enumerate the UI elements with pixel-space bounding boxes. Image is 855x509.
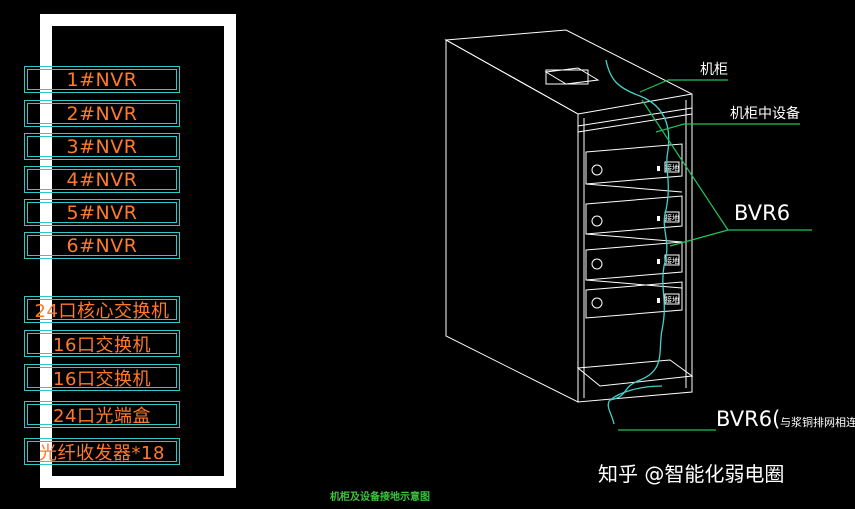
device-box-nvr2: 2#NVR — [24, 100, 180, 127]
label-bvr6: BVR6 — [734, 201, 790, 225]
device-box-nvr4: 4#NVR — [24, 166, 180, 193]
cabinet-outline — [444, 29, 694, 403]
device-box-nvr3: 3#NVR — [24, 133, 180, 160]
device-box-switch-16-b: 16口交换机 — [24, 364, 180, 391]
device-box-nvr5: 5#NVR — [24, 199, 180, 226]
device-box-core-switch: 24口核心交换机 — [24, 296, 180, 323]
ground-tag-4: 接地 — [665, 295, 679, 304]
device-box-fiber-transceiver: 光纤收发器*18 — [24, 438, 180, 465]
label-bvr6-bottom-note: 与浆铜排网相连) — [780, 415, 855, 429]
device-box-nvr6: 6#NVR — [24, 232, 180, 259]
device-box-fiber-box: 24口光端盒 — [24, 401, 180, 428]
leader-lines — [618, 79, 812, 431]
diagram-caption: 机柜及设备接地示意图 — [330, 492, 430, 503]
device-box-nvr1: 1#NVR — [24, 66, 180, 93]
ground-tag-2: 接地 — [665, 213, 679, 222]
watermark: 知乎 @智能化弱电圈 — [598, 462, 785, 486]
label-cabinet: 机柜 — [700, 62, 728, 78]
ground-cable-bottom — [609, 385, 663, 401]
unit-fans — [591, 164, 603, 309]
label-cabinet-equipment: 机柜中设备 — [730, 105, 800, 122]
ground-tag-1: 接地 — [665, 163, 679, 172]
device-list-frame — [40, 14, 236, 488]
unit-leds — [657, 166, 660, 303]
device-box-switch-16-a: 16口交换机 — [24, 330, 180, 357]
label-bvr6-bottom: BVR6( — [716, 407, 780, 431]
ground-tag-3: 接地 — [665, 256, 679, 265]
ground-cable — [605, 59, 670, 425]
